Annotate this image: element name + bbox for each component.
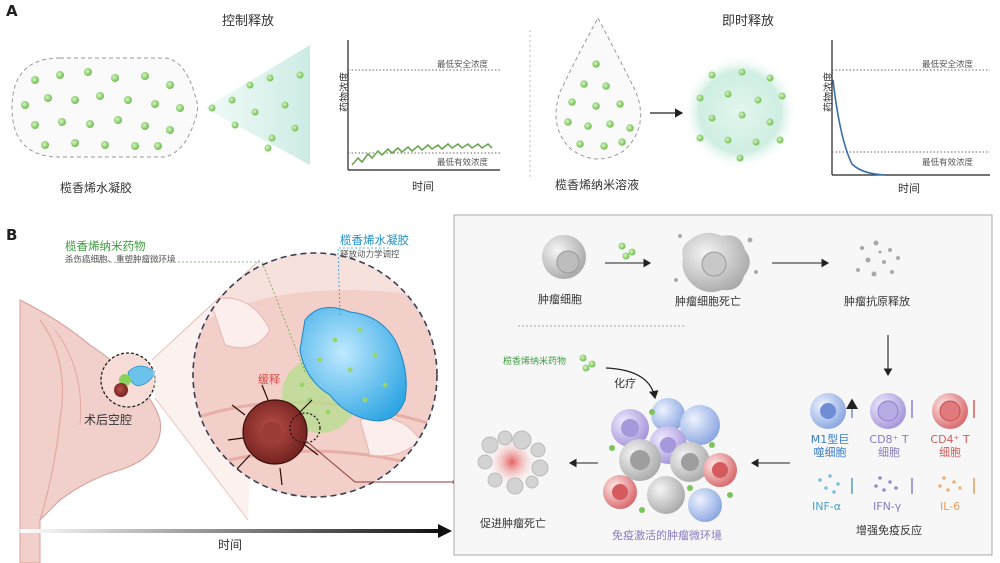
instant-release-curve — [832, 79, 886, 176]
promote-death-label: 促进肿瘤死亡 — [480, 517, 546, 530]
nano-drug-box-label: 榄香烯纳米药物 — [503, 357, 567, 367]
ifn-g-dots — [874, 476, 898, 492]
cd8-t-label: CD8⁺ T细胞 — [869, 433, 909, 459]
cavity-label: 术后空腔 — [84, 413, 133, 427]
inf-a-label: INF-α — [812, 500, 842, 513]
antigen-dots — [856, 240, 900, 277]
nano-drug-desc: 杀伤癌细胞、重塑肿瘤微环境 — [65, 255, 176, 265]
released-drug-dots — [208, 71, 304, 152]
hydrogel-drug-dots — [21, 68, 184, 150]
hydrogel-container — [11, 57, 198, 158]
panel-b-letter: B — [6, 226, 18, 244]
dead-tumor-cluster — [477, 430, 549, 495]
cd4-t-label: CD4⁺ T细胞 — [930, 433, 970, 459]
breast-silhouette — [19, 299, 161, 563]
time-arrowhead — [438, 524, 452, 538]
il6-dots — [938, 476, 962, 492]
controlled-release-title: 控制释放 — [222, 14, 275, 29]
right-chart-x-label: 时间 — [898, 182, 920, 195]
controlled-release-curve — [351, 142, 493, 166]
immune-env-label: 免疫激活的肿瘤微环境 — [612, 529, 722, 542]
left-chart-x-label: 时间 — [412, 180, 434, 193]
left-chart-y-label: 药物浓度 — [340, 72, 351, 112]
time-arrow-bar — [20, 529, 440, 533]
hydrogel-b-label: 榄香烯水凝胶 — [340, 233, 409, 247]
left-chart-upper-line-label: 最低安全浓度 — [437, 60, 489, 70]
right-chart-y-label: 药物浓度 — [824, 72, 835, 112]
tumor-cell-death-label: 肿瘤细胞死亡 — [675, 295, 741, 308]
controlled-release-chart — [347, 40, 500, 171]
nano-solution-droplet — [555, 16, 642, 160]
il6-label: IL-6 — [940, 500, 961, 513]
slow-release-label: 缓释 — [258, 373, 280, 386]
cloud-drug-dots — [696, 68, 786, 162]
time-label: 时间 — [218, 538, 243, 552]
droplet-drug-dots — [564, 60, 634, 150]
inf-a-dots — [818, 474, 840, 494]
tumor-cell-label: 肿瘤细胞 — [538, 293, 582, 306]
m1-macrophage-label: M1型巨噬细胞 — [810, 433, 850, 459]
ifn-g-label: IFN-γ — [873, 500, 902, 513]
zoom-circle-border — [192, 252, 438, 498]
right-chart-upper-line-label: 最低安全浓度 — [922, 60, 974, 70]
instant-release-cloud — [682, 54, 798, 170]
enhanced-immune-label: 增强免疫反应 — [856, 524, 922, 537]
left-chart-lower-line-label: 最低有效浓度 — [437, 158, 489, 168]
instant-release-title: 即时释放 — [722, 14, 775, 29]
panel-a-letter: A — [6, 2, 18, 20]
hydrogel-blob — [299, 307, 407, 422]
right-chart-lower-line-label: 最低有效浓度 — [922, 158, 974, 168]
antigen-release-label: 肿瘤抗原释放 — [844, 295, 910, 308]
nano-drug-label: 榄香烯纳米药物 — [65, 239, 146, 253]
release-cone — [205, 45, 310, 165]
nano-solution-label: 榄香烯纳米溶液 — [555, 178, 640, 192]
immune-cluster — [603, 398, 737, 522]
hydrogel-label: 榄香烯水凝胶 — [60, 181, 133, 195]
chemo-label: 化疗 — [614, 377, 636, 390]
instant-release-chart — [831, 40, 990, 176]
hydrogel-b-desc: 释放动力学调控 — [340, 250, 400, 260]
